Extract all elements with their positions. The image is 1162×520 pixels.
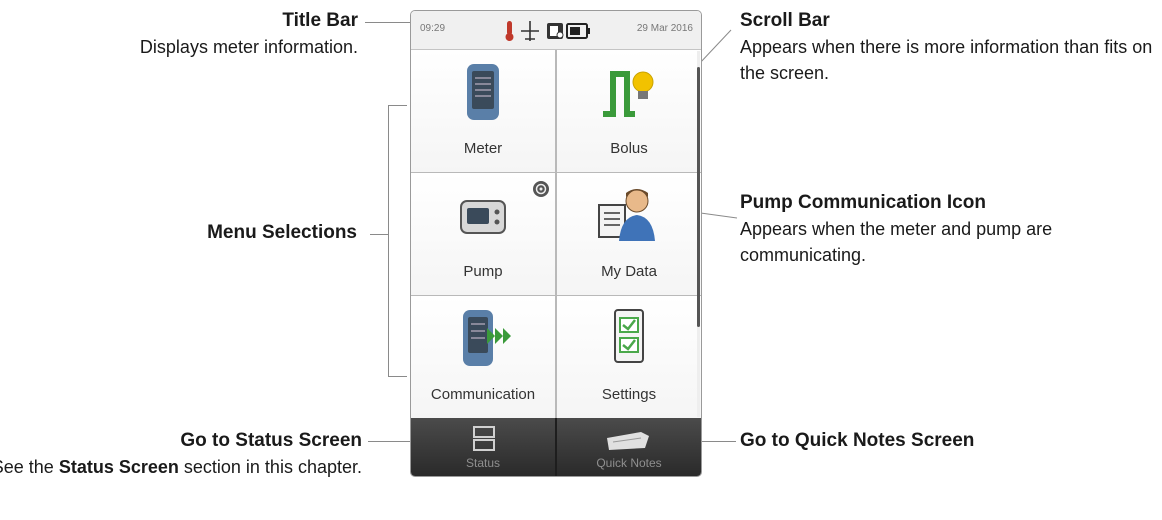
scroll-leader-line <box>698 29 732 65</box>
meter-screen: 09:29 <box>410 10 702 477</box>
bottom-bar-divider <box>555 418 557 476</box>
callout-title: Pump Communication Icon <box>740 192 986 213</box>
status-button[interactable]: Status <box>411 418 555 476</box>
callout-desc: Appears when there is more information t… <box>740 37 1153 83</box>
settings-icon <box>614 309 644 363</box>
menu-tile-pump[interactable]: Pump <box>411 173 555 295</box>
quick-notes-button-label: Quick Notes <box>596 456 662 470</box>
menu-tile-label: My Data <box>601 263 657 280</box>
menu-tile-label: Communication <box>430 386 536 403</box>
airplane-icon <box>521 21 539 41</box>
pump-comm-callout: Pump Communication Icon Appears when the… <box>740 190 1160 268</box>
menu-tile-label: Pump <box>463 263 503 280</box>
pump-icon <box>460 200 506 234</box>
callout-title: Go to Quick Notes Screen <box>740 430 975 451</box>
pump-communication-icon <box>533 181 549 197</box>
quick-notes-icon <box>607 432 649 450</box>
quick-notes-button[interactable]: Quick Notes <box>557 418 701 476</box>
callout-title: Scroll Bar <box>740 10 830 31</box>
menu-tile-bolus[interactable]: Bolus <box>557 50 701 172</box>
callout-desc: See the Status Screen section in this ch… <box>0 457 362 477</box>
status-icons <box>501 19 606 43</box>
callout-desc: Displays meter information. <box>139 37 358 57</box>
scroll-bar-callout: Scroll Bar Appears when there is more in… <box>740 8 1160 86</box>
menu-leader-line <box>370 234 388 235</box>
menu-grid: Meter Bolus Pump <box>411 50 701 418</box>
menu-tile-settings[interactable]: Settings <box>557 296 701 418</box>
status-button-label: Status <box>465 456 501 470</box>
callout-title: Menu Selections <box>207 222 357 243</box>
communication-icon <box>463 310 511 366</box>
callout-title: Go to Status Screen <box>180 430 362 451</box>
menu-tile-label: Settings <box>601 386 657 403</box>
menu-tile-communication[interactable]: Communication <box>411 296 555 418</box>
menu-bracket <box>388 105 407 377</box>
menu-tile-label: Meter <box>463 140 503 157</box>
status-leader-line <box>368 441 410 442</box>
battery-icon <box>566 23 590 39</box>
status-icon <box>473 426 495 451</box>
title-bar: 09:29 <box>411 11 701 50</box>
title-bar-callout: Title Bar Displays meter information. <box>18 8 358 60</box>
thermometer-icon <box>505 21 514 41</box>
quick-notes-callout: Go to Quick Notes Screen <box>740 428 1160 454</box>
scroll-thumb[interactable] <box>697 67 700 327</box>
bottom-bar: Status Quick Notes <box>411 418 701 476</box>
meter-icon <box>467 64 499 120</box>
callout-title: Title Bar <box>282 10 358 31</box>
date-display: 29 Mar 2016 <box>636 23 693 34</box>
menu-tile-label: Bolus <box>610 140 648 157</box>
menu-selections-callout: Menu Selections <box>97 220 357 246</box>
status-callout: Go to Status Screen See the Status Scree… <box>0 428 362 480</box>
quick-notes-leader-line <box>700 441 736 442</box>
bolus-icon <box>603 71 654 117</box>
menu-tile-my-data[interactable]: My Data <box>557 173 701 295</box>
pump-link-icon <box>547 23 564 39</box>
my-data-icon <box>598 189 655 241</box>
menu-tile-meter[interactable]: Meter <box>411 50 555 172</box>
title-bar-leader-line <box>365 22 410 23</box>
time-display: 09:29 <box>420 23 446 34</box>
callout-desc: Appears when the meter and pump are comm… <box>740 219 1053 265</box>
